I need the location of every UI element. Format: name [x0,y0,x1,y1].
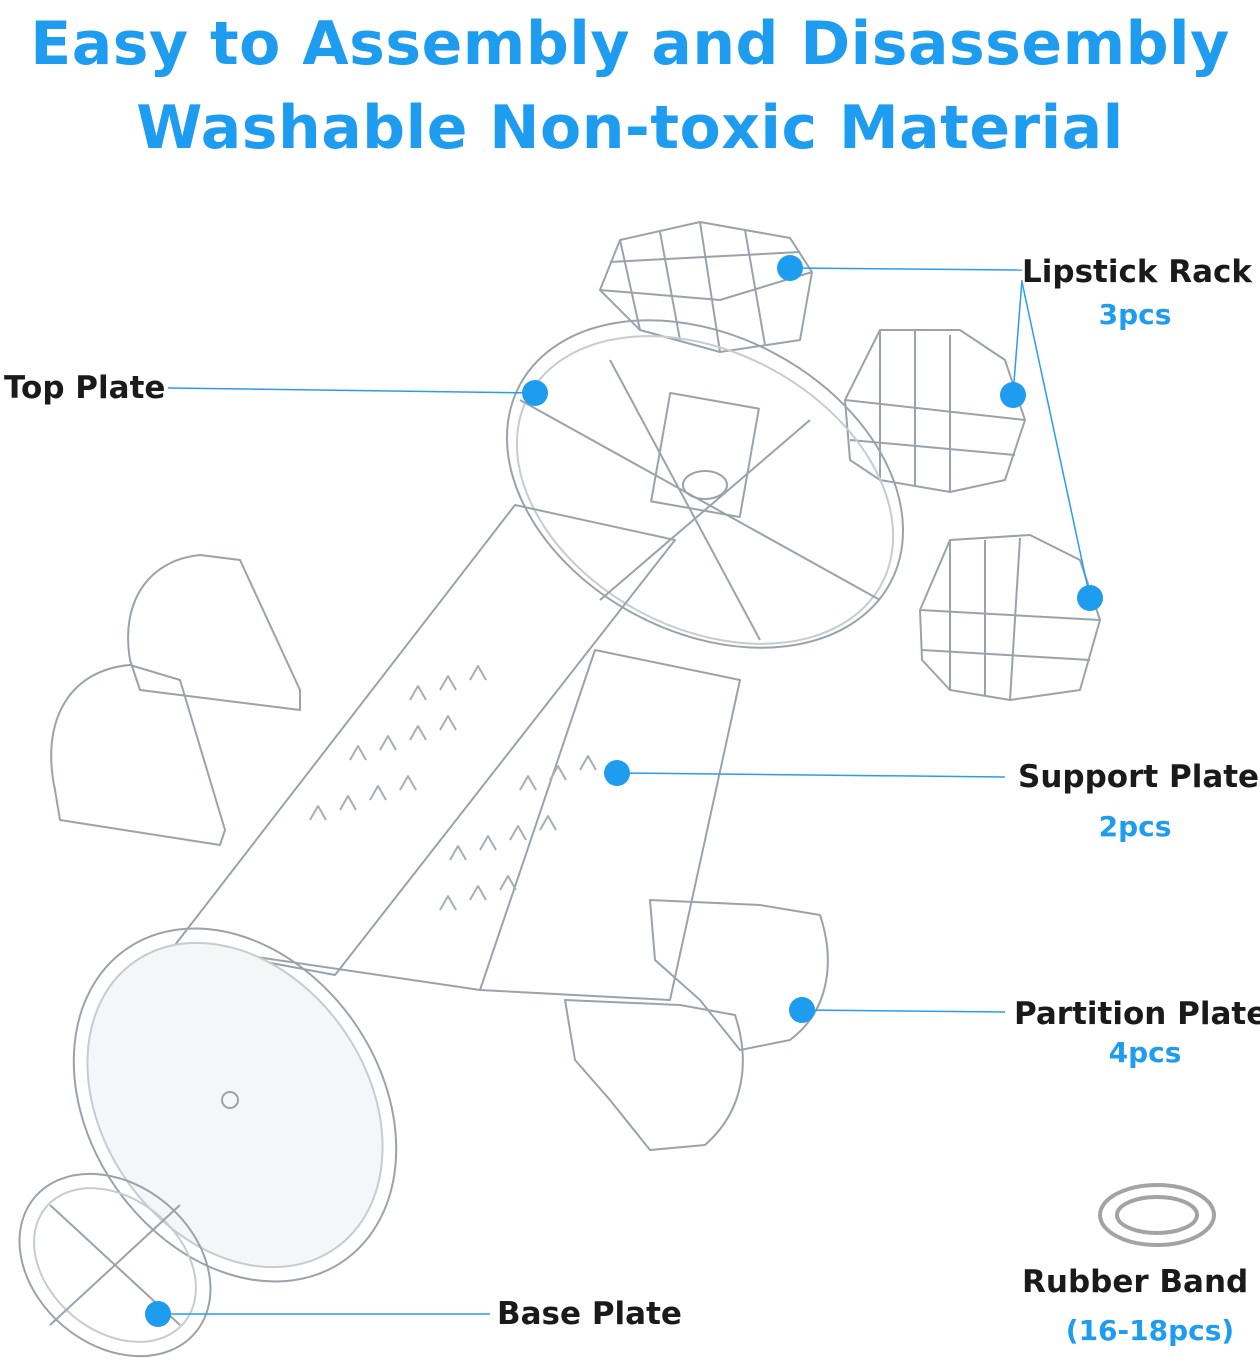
marker-dot-top-plate [522,380,548,406]
qty-support-plate: 2pcs [1098,810,1172,843]
leader-support-plate [616,772,1006,778]
leader-partition-plate [801,1009,1006,1013]
label-rubber-band: Rubber Band [1022,1264,1249,1300]
label-top-plate: Top Plate [4,370,166,406]
lipstick-rack-1 [599,221,813,353]
leader-lipstick-rack-1 [789,267,1023,271]
label-support-plate: Support Plate [1018,759,1260,795]
headline-line-2: Washable Non-toxic Material [136,93,1124,163]
label-lipstick-rack: Lipstick Rack [1022,254,1253,290]
marker-dot-lipstick-rack-3 [1077,585,1103,611]
marker-dot-support-plate [604,760,630,786]
base-plate-ring [18,1172,212,1358]
qty-partition-plate: 4pcs [1108,1036,1182,1069]
label-partition-plate: Partition Plate [1014,996,1260,1032]
label-base-plate: Base Plate [497,1296,682,1332]
bottom-disc [72,927,398,1283]
marker-dot-lipstick-rack-2 [1000,382,1026,408]
qty-lipstick-rack: 3pcs [1098,298,1172,331]
leader-top-plate [167,387,536,394]
lipstick-rack-2 [844,329,1026,493]
marker-dot-lipstick-rack-1 [777,255,803,281]
leader-lipstick-rack-3 [1021,281,1091,599]
support-plate-assembly [174,504,741,1001]
marker-dot-base-plate [145,1301,171,1327]
partition-plates-left [50,554,301,846]
lipstick-rack-3 [919,534,1101,701]
partition-plates-right [564,899,829,1151]
marker-dot-partition-plate [789,997,815,1023]
leader-lipstick-rack-2 [1012,279,1023,396]
rubber-band-illustration [1098,1183,1216,1247]
qty-rubber-band: (16-18pcs) [1065,1314,1235,1347]
headline-line-1: Easy to Assembly and Disassembly [30,9,1230,79]
top-plate [505,319,905,649]
